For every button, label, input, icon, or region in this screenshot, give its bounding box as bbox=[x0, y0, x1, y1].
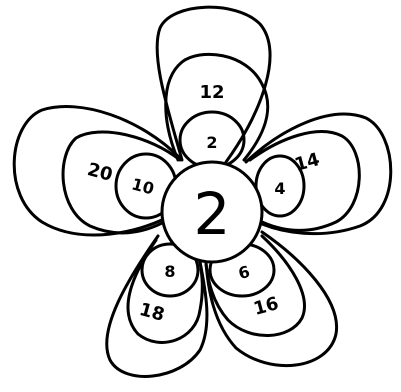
petal-top: 12 2 bbox=[157, 7, 270, 168]
petal-left-outer-number: 20 bbox=[85, 159, 115, 186]
petal-right: 14 4 bbox=[246, 114, 391, 234]
petal-bottom-right-outer-number: 16 bbox=[251, 293, 281, 320]
petal-left-inner-number: 10 bbox=[130, 174, 156, 198]
petal-bottom-left-outer-number: 18 bbox=[137, 299, 167, 326]
petal-top-outer-number: 12 bbox=[199, 82, 224, 103]
petal-left: 20 10 bbox=[14, 107, 180, 235]
petal-bottom-left-inner-number: 8 bbox=[164, 262, 175, 281]
center-number: 2 bbox=[194, 180, 231, 248]
flower-center: 2 bbox=[162, 162, 262, 262]
petal-top-inner-number: 2 bbox=[206, 133, 217, 152]
petal-bottom-right-inner-number: 6 bbox=[236, 262, 252, 283]
petal-right-inner-number: 4 bbox=[274, 179, 285, 198]
petal-right-outer-number: 14 bbox=[292, 149, 322, 176]
